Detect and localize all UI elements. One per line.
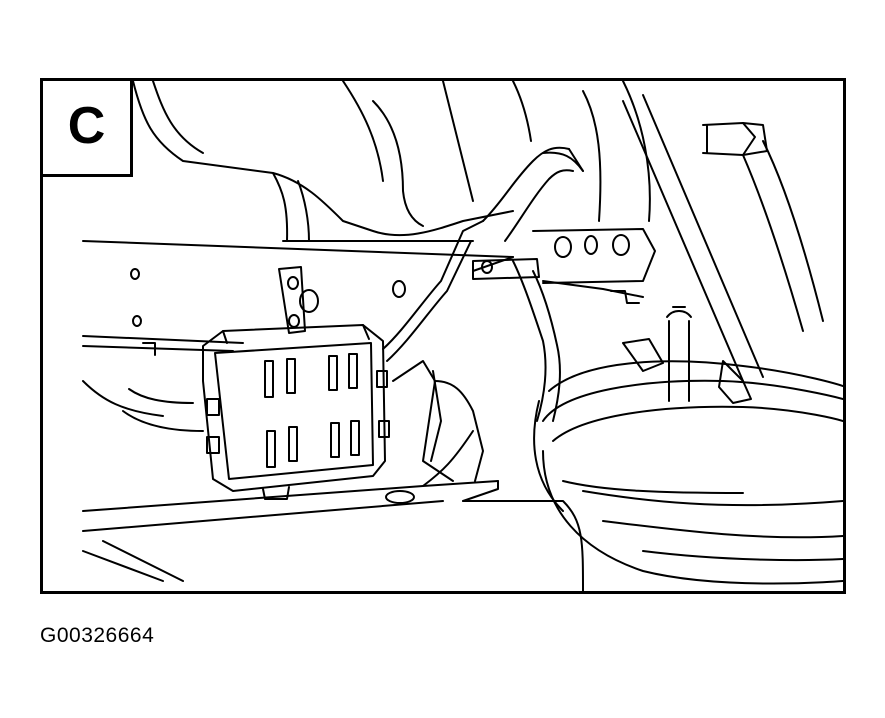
hose — [472, 146, 584, 422]
spare-tire — [533, 360, 843, 585]
right-bracket — [532, 81, 656, 304]
floor-pan — [82, 380, 584, 591]
figure-frame: C — [40, 78, 846, 594]
shock-strut — [622, 94, 824, 404]
figure-id: G00326664 — [40, 624, 155, 647]
body-panel-upper — [132, 81, 532, 242]
control-module — [202, 266, 390, 500]
panel-label: C — [67, 96, 106, 155]
module-bracket — [382, 220, 484, 482]
line-drawing — [82, 81, 843, 591]
panel-label-box: C — [43, 81, 133, 177]
jack-post — [622, 306, 692, 402]
frame-rail — [82, 240, 514, 356]
